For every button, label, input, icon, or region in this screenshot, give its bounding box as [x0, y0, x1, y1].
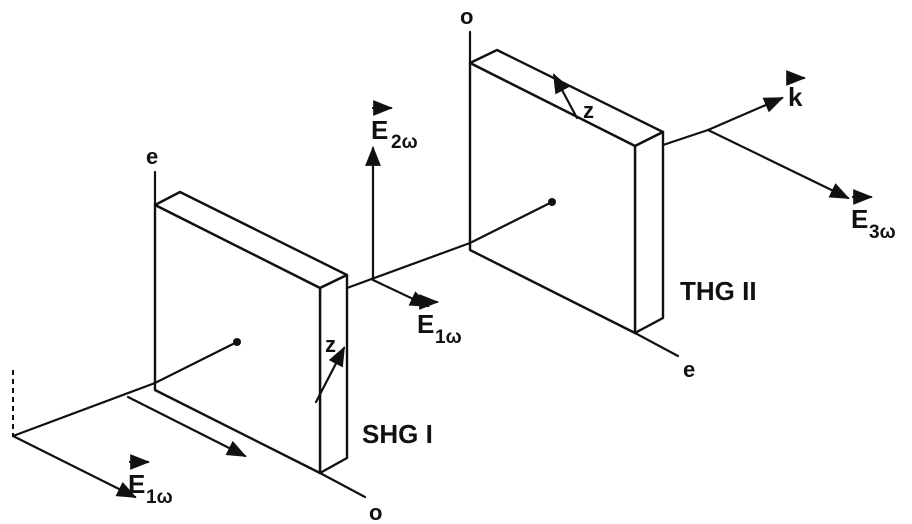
e1-crystal-arrow: [126, 395, 247, 458]
label-k: k: [786, 70, 806, 112]
label-e2: E 2ω: [371, 100, 418, 153]
label-thg-ii-z: z: [583, 98, 594, 123]
beam-inside-crystal-2: [468, 200, 554, 245]
label-e1-between-base: E: [417, 309, 434, 339]
label-e3: E 3ω: [851, 189, 896, 243]
crystal-thg-ii-side: [633, 130, 665, 335]
beam-inside-crystal-1: [153, 340, 239, 385]
crystal-thg-ii: [468, 30, 680, 358]
label-e1-input-base: E: [128, 469, 145, 499]
label-thg-ii: THG II: [680, 276, 757, 306]
crystal-shg-i-side: [318, 273, 349, 475]
crystal-shg-i: [153, 170, 367, 499]
label-shg-i-z: z: [325, 332, 336, 357]
label-e2-base: E: [371, 115, 388, 145]
label-e3-base: E: [851, 204, 868, 234]
label-shg-i-o: o: [369, 500, 382, 524]
e3-arrow: [706, 128, 850, 200]
crystal-thg-ii-e-axis: [633, 331, 680, 358]
crystal-shg-i-o-axis: [318, 471, 367, 499]
e1-input-arrow: [11, 434, 137, 499]
crystal-thg-ii-z-arrow: [552, 73, 579, 120]
crystal-thg-ii-center: [548, 198, 556, 206]
label-shg-i-e: e: [146, 144, 158, 169]
label-thg-ii-e: e: [683, 357, 695, 382]
crystal-thg-ii-front: [468, 61, 637, 335]
crystal-shg-i-z-arrow: [314, 346, 346, 404]
input-beam-line: [11, 381, 157, 438]
beam-between-crystals: [345, 241, 472, 290]
label-thg-ii-o: o: [460, 4, 473, 29]
label-shg-i: SHG I: [362, 419, 433, 449]
k-arrow: [706, 96, 784, 132]
label-e2-sub: 2ω: [391, 132, 418, 153]
label-e1-input-sub: 1ω: [146, 487, 173, 508]
output-beam: [661, 128, 710, 147]
label-e1-input: E 1ω: [128, 454, 173, 508]
crystal-shg-i-center: [233, 338, 241, 346]
label-e1-between-sub: 1ω: [435, 327, 462, 348]
label-k-base: k: [788, 82, 803, 112]
label-e3-sub: 3ω: [869, 222, 896, 243]
label-e1-between: E 1ω: [417, 294, 462, 348]
